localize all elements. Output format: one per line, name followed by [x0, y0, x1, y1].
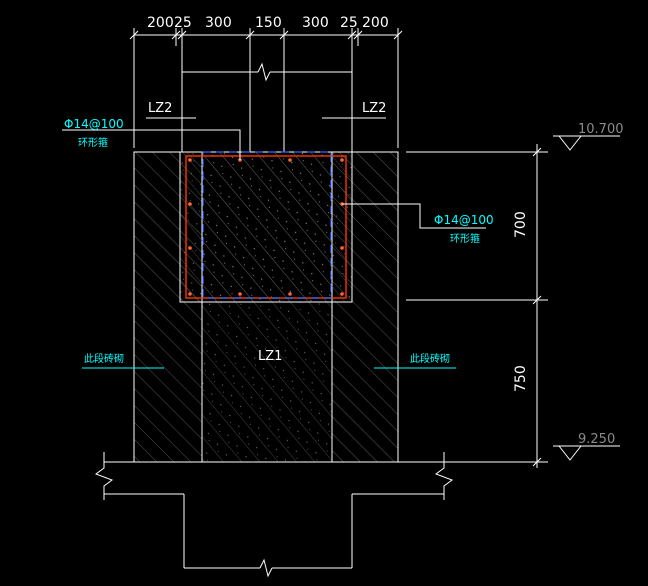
slab-and-beam	[94, 452, 454, 578]
dim-25-right: 25	[340, 15, 358, 31]
rebar-leader-left	[62, 129, 241, 160]
lz2-left-label: LZ2	[148, 101, 172, 116]
dim-300-left: 300	[205, 15, 232, 31]
elevation-mark-top	[553, 135, 620, 151]
dim-750: 750	[513, 365, 529, 392]
elevation-top: 10.700	[578, 122, 624, 137]
rebar-spec-left: Φ14@100	[64, 117, 124, 131]
dim-150: 150	[255, 15, 282, 31]
rebar-note-right: 环形箍	[450, 232, 480, 245]
masonry-note-left: 此段砖砌	[84, 352, 124, 365]
rebar-spec-right: Φ14@100	[434, 213, 494, 227]
lz1-label: LZ1	[258, 349, 282, 364]
rebar-leader-right	[342, 203, 486, 229]
upper-column-lz2	[181, 62, 353, 152]
dashed-outline	[202, 151, 332, 299]
lz2-right-label: LZ2	[362, 101, 386, 116]
concrete-head	[179, 151, 353, 303]
right-dimension-chain	[406, 144, 548, 468]
masonry-note-right: 此段砖砌	[410, 352, 450, 365]
rebar-note-left: 环形箍	[78, 136, 108, 149]
elevation-mark-bottom	[553, 445, 620, 461]
dim-200-left: 200	[147, 15, 174, 31]
dim-200-right: 200	[362, 15, 389, 31]
dim-25-left: 25	[174, 15, 192, 31]
dim-300-right: 300	[302, 15, 329, 31]
elevation-bottom: 9.250	[578, 432, 615, 447]
dim-700: 700	[513, 211, 529, 238]
